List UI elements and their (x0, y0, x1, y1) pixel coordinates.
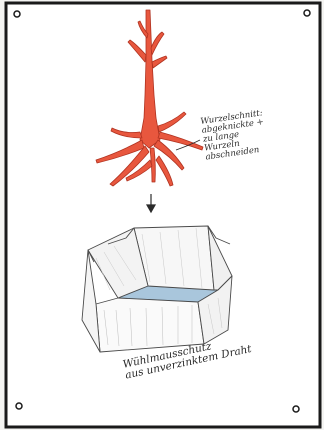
poster-canvas: Wurzelschnitt: abgeknickte + zu lange Wu… (0, 0, 324, 430)
